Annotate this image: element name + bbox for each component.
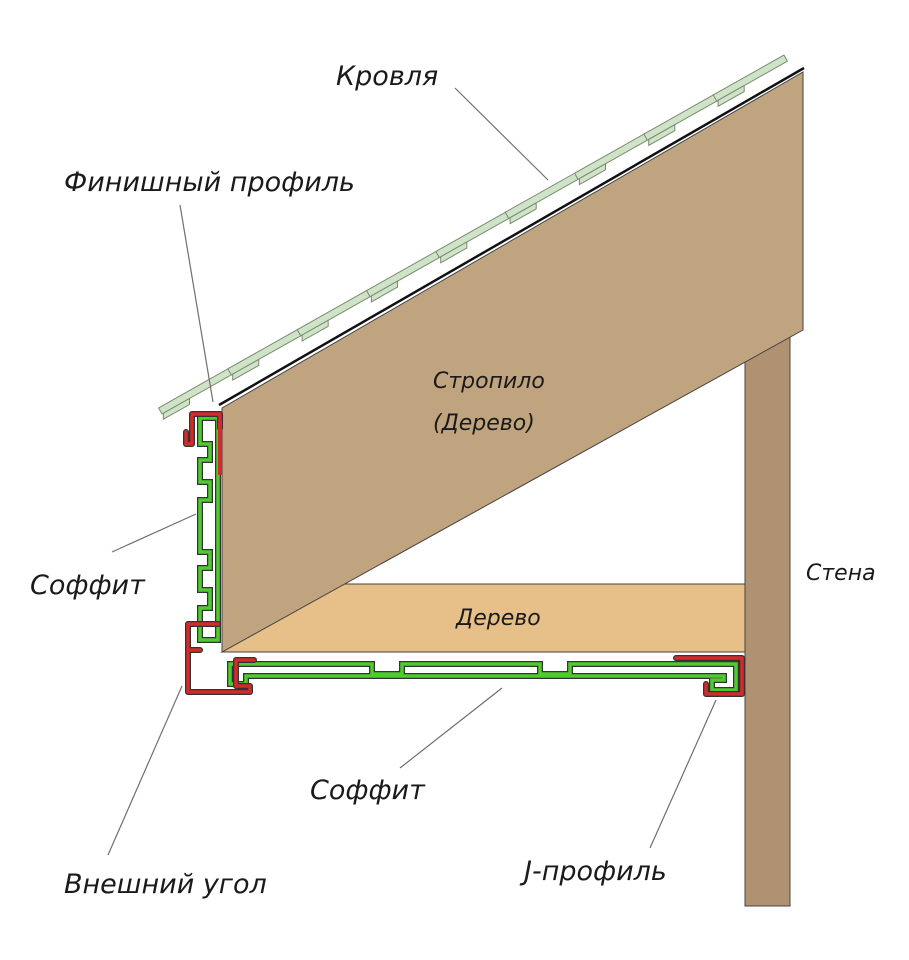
label-roof: Кровля [336,61,438,92]
leader-roof [454,87,549,181]
roof-tile-lip [301,319,329,342]
roof-tile-lip [440,241,468,264]
wall-post [744,329,791,907]
label-j-profile: J-профиль [519,856,667,887]
roof-tile-lip [370,280,398,303]
label-finish-profile: Финишный профиль [64,167,355,198]
roof-membrane-line [218,66,805,407]
label-rafter-line1: Стропило [433,369,545,394]
roof-tile [157,367,234,415]
roof-tiles [157,54,789,421]
roof-tile-lip [232,358,260,381]
left-soffit-panel-fill [198,416,220,642]
label-soffit-left: Соффит [30,570,146,601]
label-rafter-line2: (Дерево) [433,411,535,436]
roof-tile [712,54,789,102]
label-outer-corner: Внешний угол [64,869,267,900]
leader-outer-corner [107,685,183,856]
outer-corner-profile-fill [186,622,256,694]
label-soffit-bottom: Соффит [310,775,426,806]
roof-tile-lip [509,202,537,225]
bottom-soffit-panel-fill [228,662,738,692]
label-wall: Стена [806,561,876,586]
label-wood: Дерево [455,606,541,631]
roof-tile-lip [162,397,190,421]
finish-profile-fill [184,412,222,446]
rafter [221,71,804,653]
leader-soffit-left [111,513,197,553]
leader-j-profile [649,699,717,849]
roof-tile-lip [648,123,676,147]
leader-finish-profile [179,204,214,403]
roof-tile-lip [578,162,606,186]
leader-soffit-bottom [399,687,503,769]
roof-tile-lip [717,84,745,108]
j-profile-fill [674,656,744,696]
